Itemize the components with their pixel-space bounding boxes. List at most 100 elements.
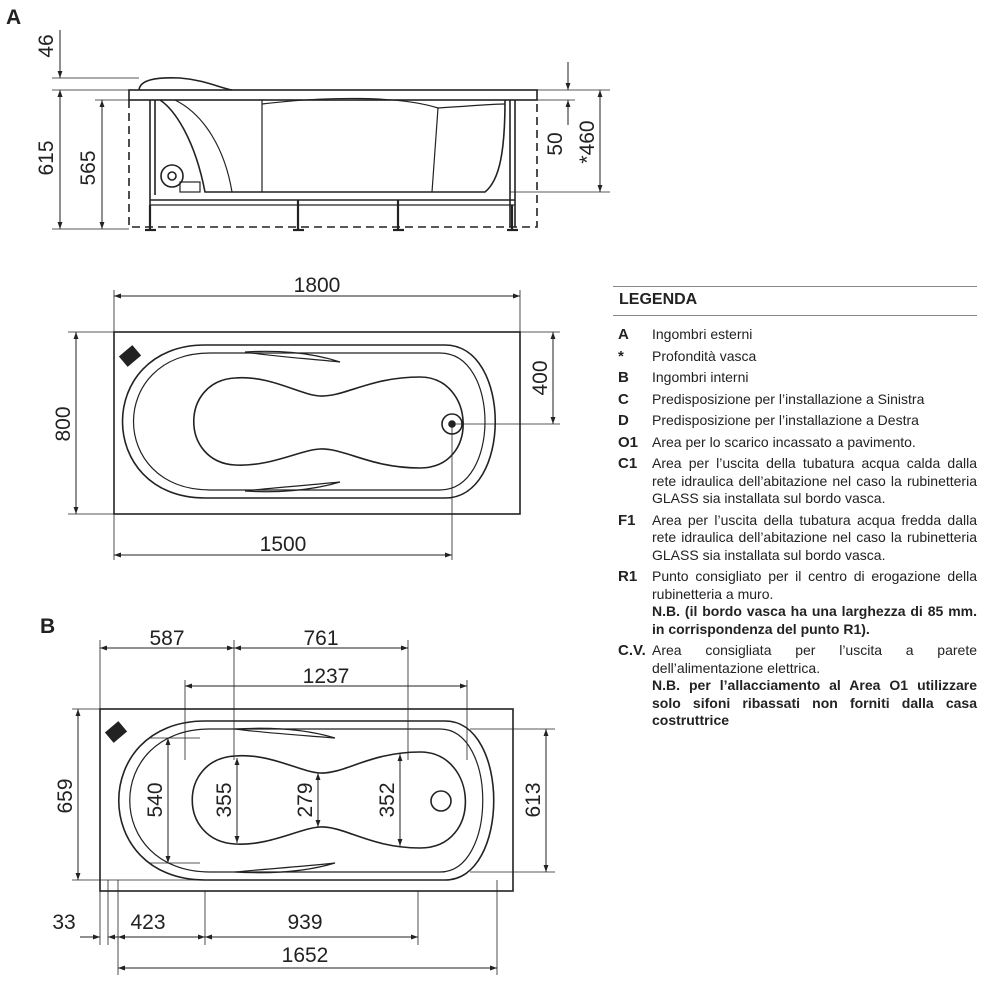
dimension-lines <box>57 30 603 229</box>
top-view-internal: B <box>40 615 555 975</box>
legend-item: C1 Area per l’uscita della tubatura acqua… <box>613 455 977 508</box>
legend-panel: LEGENDA A Ingombri esterni * Profondità vas… <box>613 286 977 734</box>
legend-item: A Ingombri esterni <box>613 326 977 344</box>
legend-note: N.B. per l’allacciamento al Area O1 util… <box>652 677 977 728</box>
headrest-pad <box>104 721 128 743</box>
legend-text-block: Profondità vasca <box>652 348 977 366</box>
dim-1800: 1800 <box>294 274 341 297</box>
top-view-external: 1800 800 400 1500 <box>52 274 560 560</box>
tub-outline <box>99 708 514 892</box>
legend-text: Ingombri esterni <box>652 326 753 342</box>
headrest-pad <box>118 345 142 367</box>
legend-text-block: Area per l’uscita della tubatura acqua f… <box>652 512 977 565</box>
drain-outlet <box>430 790 452 812</box>
legend-item: C.V.Area consigliata per l’uscita a pare… <box>613 642 977 730</box>
legend-item: B Ingombri interni <box>613 369 977 387</box>
basin-rim-contour <box>129 728 484 873</box>
legend-note: N.B. (il bordo vasca ha una larghezza di… <box>652 603 977 637</box>
legend-text: Predisposizione per l’installazione a Si… <box>652 390 925 407</box>
legend-item: R1 Punto consigliato per il centro di ero… <box>613 568 977 638</box>
legend-code: R1 <box>618 568 638 585</box>
dim-939: 939 <box>287 911 322 934</box>
tub-outline <box>113 331 521 515</box>
legend-code: A <box>618 326 629 343</box>
dimension-lines <box>73 293 556 558</box>
dim-800: 800 <box>52 406 75 441</box>
armrest-grip <box>244 350 341 363</box>
legend-code: C <box>618 390 629 408</box>
dim-615: 615 <box>35 140 58 175</box>
basin-contour <box>261 97 439 193</box>
dim-1652: 1652 <box>282 944 329 967</box>
extension-lines <box>68 290 560 560</box>
legend-text-block: Area consigliata per l’uscita a parete d… <box>652 642 977 730</box>
legend-text: Area consigliata per l’uscita a parete d… <box>652 642 977 676</box>
armrest-grip <box>234 727 336 739</box>
legend-code: F1 <box>618 511 636 529</box>
support-feet <box>145 200 518 232</box>
dim-400: 400 <box>529 360 552 395</box>
legend-text-block: Ingombri interni <box>652 369 977 387</box>
dim-761: 761 <box>303 627 338 650</box>
dim-355: 355 <box>213 782 236 817</box>
view-b-label: B <box>40 615 55 638</box>
drain-pipe <box>179 181 201 193</box>
armrest-grip <box>234 862 336 874</box>
dim-50: 50 <box>544 132 567 155</box>
armrest-grip <box>244 481 341 493</box>
legend-text: Area per l’uscita della tubatura acqua c… <box>652 455 977 506</box>
legend-text-block: Area per l’uscita della tubatura acqua c… <box>652 455 977 508</box>
dim-33: 33 <box>52 911 75 934</box>
legend-text-block: Ingombri esterni <box>652 326 977 344</box>
dim-1237: 1237 <box>303 665 350 688</box>
dim-659: 659 <box>54 778 77 813</box>
legend-item: * Profondità vasca <box>613 348 977 366</box>
legend-code: C1 <box>618 455 638 472</box>
drain-trap <box>167 171 177 181</box>
basin-floor-contour <box>191 751 467 849</box>
dim-460: *460 <box>576 120 599 163</box>
legend-item: D Predisposizione per l’installazione a D… <box>613 412 977 430</box>
legend-text: Punto consigliato per il centro di eroga… <box>652 568 977 602</box>
legend-text: Area per l’uscita della tubatura acqua f… <box>652 511 977 563</box>
legend-item: C Predisposizione per l’installazione a S… <box>613 391 977 409</box>
side-elevation-view: A <box>6 6 610 232</box>
legend-code: O1 <box>618 433 639 451</box>
headrest-bump <box>138 77 233 91</box>
legend-code: D <box>618 412 629 429</box>
basin-floor-contour <box>192 376 464 469</box>
legend-item: O1 Area per lo scarico incassato a pavime… <box>613 434 977 452</box>
overall-outline-dashed <box>128 100 538 228</box>
view-a-label: A <box>6 6 21 29</box>
basin-backrest-curve <box>174 99 233 193</box>
basin-rim-contour <box>133 352 486 491</box>
legend-code: B <box>618 369 629 386</box>
legend-text-block: Predisposizione per l’installazione a Si… <box>652 391 977 409</box>
legend-text: Predisposizione per l’installazione a De… <box>652 412 919 428</box>
legend-title: LEGENDA <box>613 286 977 316</box>
legend-code: * <box>618 347 624 365</box>
dim-46: 46 <box>35 34 58 57</box>
dim-352: 352 <box>376 782 399 817</box>
legend-text-block: Predisposizione per l’installazione a De… <box>652 412 977 430</box>
legend-text: Area per lo scarico incassato a paviment… <box>652 433 916 450</box>
dim-540: 540 <box>144 782 167 817</box>
dim-423: 423 <box>130 911 165 934</box>
legend-text-block: Punto consigliato per il centro di eroga… <box>652 568 977 638</box>
dimension-lines <box>75 645 549 971</box>
extension-lines <box>72 640 555 975</box>
dim-279: 279 <box>294 782 317 817</box>
dim-587: 587 <box>149 627 184 650</box>
basin-profile <box>159 99 506 193</box>
legend-text: Profondità vasca <box>652 347 757 364</box>
dim-565: 565 <box>77 150 100 185</box>
dim-613: 613 <box>522 782 545 817</box>
legend-item: F1 Area per l’uscita della tubatura acqua… <box>613 512 977 565</box>
basin-outer-contour <box>121 344 496 499</box>
basin-contour <box>436 103 506 109</box>
tub-rim <box>128 89 538 101</box>
dim-1500: 1500 <box>260 533 307 556</box>
drain-trap <box>160 164 184 188</box>
